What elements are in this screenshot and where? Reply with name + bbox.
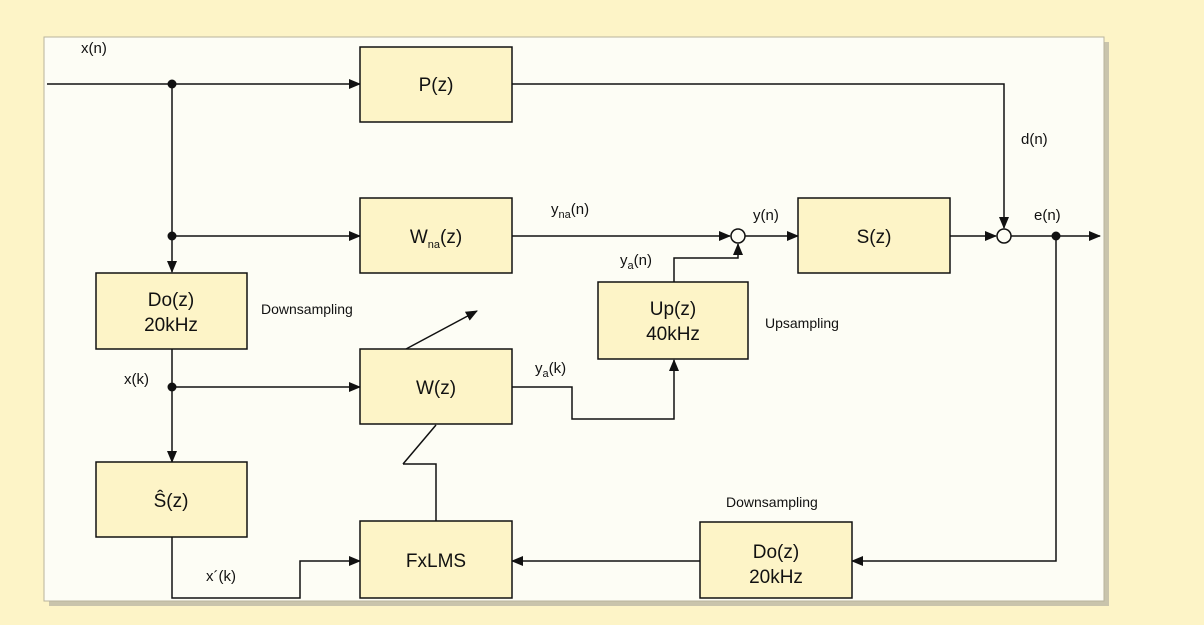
- wire-en-feedback: [851, 236, 1057, 566]
- wire-p-to-summer: [512, 83, 1009, 229]
- signal-en-label: e(n): [1034, 207, 1061, 224]
- block-s: [797, 197, 951, 274]
- signal-dn-label: d(n): [1021, 131, 1048, 148]
- block-shat-label: Ŝ(z): [154, 490, 189, 512]
- wire-w-to-up: [512, 359, 679, 420]
- block-do-bottom: [699, 521, 853, 599]
- block-w: [359, 348, 513, 425]
- junction-xk: [167, 382, 177, 392]
- block-fxlms: [359, 520, 513, 599]
- signal-ya-k-label: ya(k): [535, 360, 566, 380]
- wire-up-to-summer: [673, 243, 743, 282]
- block-up-line2: 40kHz: [646, 324, 700, 345]
- junction-wna-branch: [167, 231, 177, 241]
- block-fxlms-label: FxLMS: [406, 551, 466, 572]
- note-upsampling: Upsampling: [765, 315, 839, 331]
- adaptation-line: [402, 424, 437, 465]
- block-wna: [359, 197, 513, 274]
- summer-e: [996, 228, 1012, 244]
- signal-yna-label: yna(n): [551, 201, 589, 221]
- signal-yn-label: y(n): [753, 207, 779, 224]
- block-do-top-line1: Do(z): [148, 290, 194, 311]
- block-up-line1: Up(z): [650, 299, 696, 320]
- block-p-label: P(z): [419, 75, 454, 96]
- block-shat: [95, 461, 248, 538]
- signal-xprime-k-label: x´(k): [206, 568, 236, 585]
- summer-y: [730, 228, 746, 244]
- block-s-label: S(z): [857, 227, 892, 248]
- block-do-top-line2: 20kHz: [144, 315, 198, 336]
- signal-xk-label: x(k): [124, 371, 149, 388]
- junction-xn: [167, 79, 177, 89]
- wire-shat-to-fxlms: [171, 537, 361, 599]
- block-do-top: [95, 272, 248, 350]
- junction-en: [1051, 231, 1061, 241]
- note-downsampling-top: Downsampling: [261, 301, 353, 317]
- block-p: [359, 46, 513, 123]
- block-do-bottom-line2: 20kHz: [749, 567, 803, 588]
- block-do-bottom-line1: Do(z): [753, 542, 799, 563]
- signal-xn-label: x(n): [81, 40, 107, 57]
- block-wna-label: Wna(z): [410, 227, 462, 251]
- block-up: [597, 281, 749, 360]
- block-w-label: W(z): [416, 378, 456, 399]
- note-downsampling-bottom: Downsampling: [726, 494, 818, 510]
- wire-fxlms-to-w: [403, 463, 437, 521]
- adaptive-arrow: [405, 310, 478, 350]
- signal-ya-n-label: ya(n): [620, 252, 652, 272]
